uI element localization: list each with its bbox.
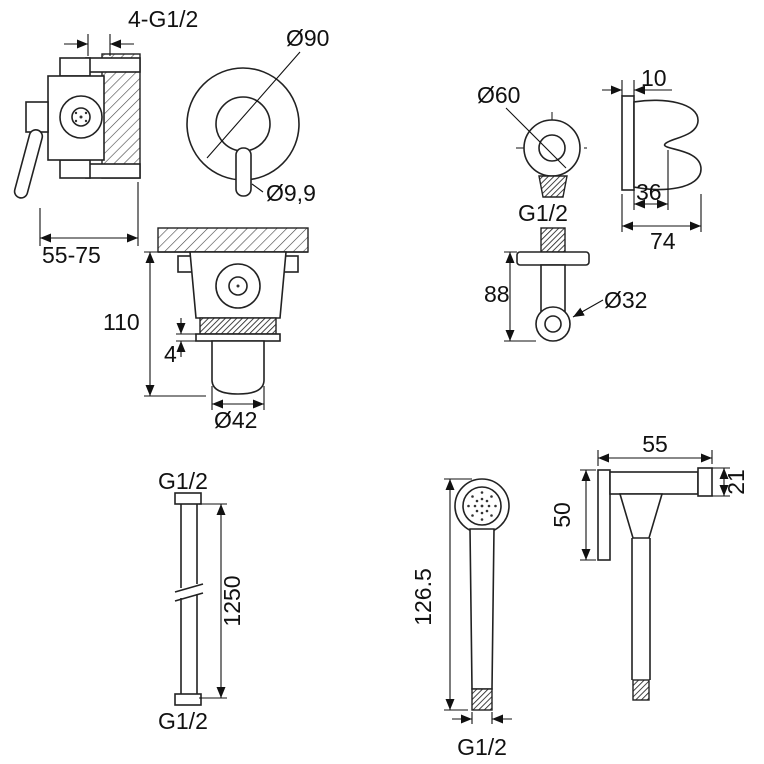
hose-view: G1/2 G1/2 1250 xyxy=(158,468,245,734)
dim-outlet-diameter: Ø60 xyxy=(477,82,520,108)
mixer-cartridge-hub xyxy=(71,107,91,127)
mixer-front-view: 110 4 Ø42 xyxy=(103,227,309,433)
bracket-side-view: 10 36 74 xyxy=(602,65,702,254)
dim-sprayer-length: 126.5 xyxy=(410,568,436,626)
dim-outlet-body-diameter: Ø32 xyxy=(604,287,647,313)
label-hose-thread-top: G1/2 xyxy=(158,468,208,494)
dim-faceplate-diameter: Ø90 xyxy=(286,25,329,51)
dim-mixer-height: 110 xyxy=(103,309,140,335)
dim-bracket-thickness: 10 xyxy=(641,65,667,91)
diameter-leader-line xyxy=(206,51,301,159)
dim-escutcheon-thickness: 4 xyxy=(164,341,177,367)
mixer-top-port xyxy=(59,57,91,77)
outlet-outer-circle xyxy=(523,119,581,177)
mixer-lever-handle xyxy=(13,129,44,199)
dim-mixer-body-diameter: Ø42 xyxy=(214,407,257,433)
outlet-side-view: 88 Ø32 xyxy=(484,227,647,342)
spray-holes xyxy=(467,491,497,521)
sprayer-face-cap xyxy=(697,467,713,497)
sprayer-cone xyxy=(618,493,664,539)
dim-mixer-depth-range: 55-75 xyxy=(42,242,101,268)
sprayer-side-view: 55 21 50 xyxy=(549,431,749,701)
sprayer-handle-body xyxy=(469,528,495,690)
dim-extension-lines xyxy=(87,34,111,56)
elbow-hook-ring xyxy=(535,306,571,342)
sprayer-thread xyxy=(471,688,493,711)
sprayer-head-side xyxy=(609,471,699,495)
label-hose-thread-bottom: G1/2 xyxy=(158,708,208,734)
hose-break-mark xyxy=(174,583,204,602)
elbow-flange xyxy=(516,251,590,266)
mixer-bottom-pipe xyxy=(85,163,141,179)
dim-bracket-depth: 74 xyxy=(650,228,676,254)
mixer-top-pipe xyxy=(85,57,141,73)
elbow-body xyxy=(540,264,566,312)
hose-top-nut xyxy=(174,492,202,505)
dim-bracket-offset: 36 xyxy=(636,179,662,205)
sprayer-front-view: 126.5 G1/2 xyxy=(410,478,512,760)
hose-body xyxy=(180,504,198,694)
diameter-leader-line xyxy=(505,107,567,169)
label-outlet-thread: G1/2 xyxy=(518,200,568,226)
outlet-thread-stub xyxy=(538,175,568,198)
dim-hose-length: 1250 xyxy=(219,575,245,626)
faceplate-front-view: Ø90 Ø9,9 xyxy=(186,25,329,206)
faceplate-handle xyxy=(235,147,252,197)
dim-head-length: 55 xyxy=(642,431,668,457)
hose-bottom-nut xyxy=(174,693,202,706)
label-sprayer-thread: G1/2 xyxy=(457,734,507,760)
sprayer-face-circle xyxy=(462,486,502,526)
mixer-side-view: 4-G1/2 55-75 xyxy=(13,6,198,268)
mixer-lower-cylinder xyxy=(211,340,265,395)
ceiling-hatch xyxy=(157,227,309,253)
elbow-top-thread xyxy=(540,227,566,253)
mixer-bottom-port xyxy=(59,159,91,179)
dim-outlet-height: 88 xyxy=(484,281,510,307)
sprayer-handle-side xyxy=(631,538,651,680)
dim-holder-height: 50 xyxy=(549,502,575,528)
mixer-cartridge-stem xyxy=(25,101,49,133)
dim-mixer-thread-label: 4-G1/2 xyxy=(128,6,198,32)
escutcheon-plate xyxy=(195,333,281,342)
bracket-wall-plate xyxy=(621,95,635,191)
outlet-inner-circle xyxy=(538,134,566,162)
dim-cap-height: 21 xyxy=(723,469,749,495)
holder-wall-plate xyxy=(597,469,611,561)
outlet-front-view: Ø60 G1/2 xyxy=(477,82,588,226)
dim-handle-diameter: Ø9,9 xyxy=(266,180,316,206)
bracket-hook-profile xyxy=(633,99,702,191)
mixer-thread-ring xyxy=(199,317,277,335)
sprayer-thread-side xyxy=(632,679,650,701)
